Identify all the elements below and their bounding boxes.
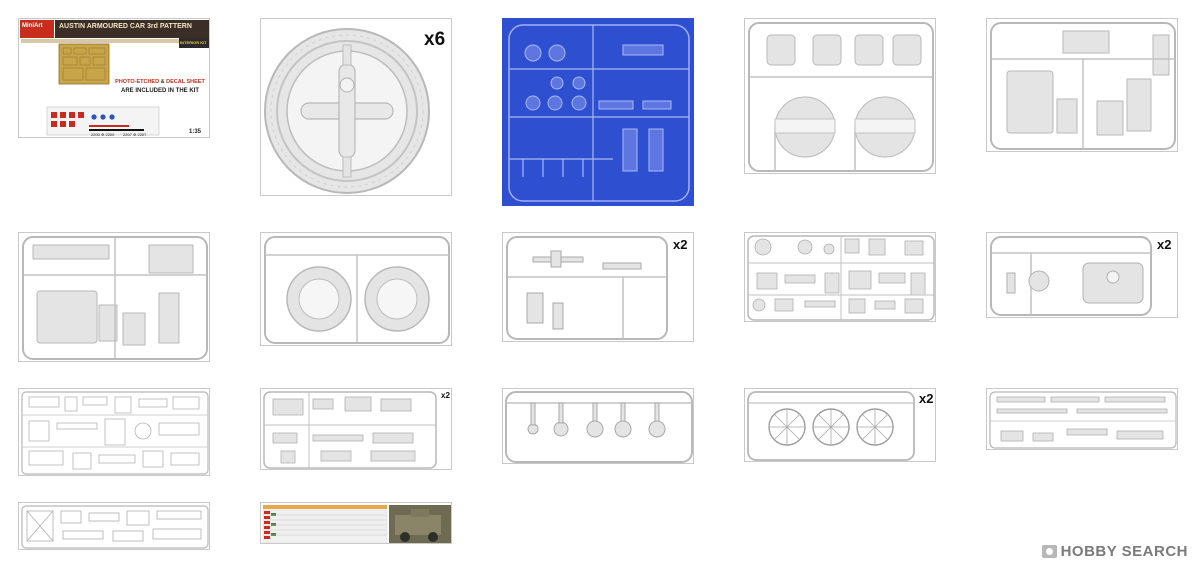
- instruction-sheet-image: [261, 503, 451, 543]
- hobby-search-watermark: HOBBY SEARCH: [1041, 543, 1188, 560]
- box-headline: PHOTO-ETCHED & DECAL SHEET: [115, 79, 205, 85]
- sprue-frame-thumbnail[interactable]: [18, 502, 210, 550]
- box-headline-1: PHOTO-ETCHED: [115, 79, 160, 85]
- clear-sprue-image: [508, 24, 690, 202]
- turret-sprue-quantity-label: x2: [1157, 237, 1172, 252]
- instruction-sheet-thumbnail[interactable]: [260, 502, 452, 544]
- sprue-walls-thumbnail[interactable]: [18, 232, 210, 362]
- box-art-image: [19, 19, 209, 137]
- sprue-rails-thumbnail[interactable]: [986, 388, 1178, 450]
- rails-sprue-image: [989, 391, 1177, 449]
- fender-sprue-image: [748, 22, 934, 172]
- sprue-spoked-wheels-thumbnail[interactable]: x2: [744, 388, 936, 462]
- decal-code-2: 2207 ⊕ 2207: [123, 132, 147, 137]
- turret-sprue-image: [990, 236, 1152, 316]
- tire-hub-sprue-image: [264, 28, 430, 194]
- detail-parts-sprue-image: [747, 235, 935, 321]
- sprue-small-parts-thumbnail[interactable]: x2: [260, 388, 452, 470]
- sprue-interior-thumbnail[interactable]: [18, 388, 210, 476]
- clear-sprue-thumbnail[interactable]: [502, 18, 694, 206]
- hull-sprue-image: [990, 22, 1176, 150]
- interior-sprue-image: [21, 391, 209, 475]
- sprue-gun-thumbnail[interactable]: x2: [502, 232, 694, 342]
- small-parts-sprue-image: [263, 391, 437, 469]
- sprue-hull-thumbnail[interactable]: [986, 18, 1178, 152]
- wheel-quantity-label: x6: [424, 29, 446, 50]
- sprue-fenders-thumbnail[interactable]: [744, 18, 936, 174]
- hobby-search-logo-icon: [1041, 545, 1057, 558]
- lamps-sprue-image: [505, 391, 693, 463]
- sprue-turret-thumbnail[interactable]: x2: [986, 232, 1178, 318]
- sprue-tires-thumbnail[interactable]: [260, 232, 452, 346]
- box-badge-label: INTERIOR KIT: [180, 40, 207, 45]
- frame-sprue-image: [21, 505, 209, 549]
- decal-code-1: 2200 ⊕ 2200: [91, 132, 115, 137]
- box-scale-label: 1:35: [189, 129, 202, 135]
- box-headline-amp: &: [160, 79, 165, 85]
- box-art-thumbnail[interactable]: MiniArt AUSTIN ARMOURED CAR 3rd PATTERN …: [18, 18, 210, 138]
- sprue-detail-parts-thumbnail[interactable]: [744, 232, 936, 322]
- walls-sprue-image: [22, 236, 208, 360]
- hobby-search-watermark-text: HOBBY SEARCH: [1060, 543, 1188, 560]
- spoked-wheels-sprue-image: [747, 391, 915, 461]
- box-title-label: AUSTIN ARMOURED CAR 3rd PATTERN: [59, 23, 192, 30]
- box-headline-2: DECAL SHEET: [166, 79, 205, 85]
- wheel-thumbnail[interactable]: x6: [260, 18, 452, 196]
- box-headline-3: ARE INCLUDED IN THE KIT: [121, 88, 199, 94]
- tires-sprue-image: [264, 236, 450, 344]
- gun-sprue-image: [506, 236, 668, 340]
- box-brand-label: MiniArt: [22, 23, 43, 29]
- spoked-wheels-quantity-label: x2: [919, 391, 934, 406]
- gun-sprue-quantity-label: x2: [673, 237, 688, 252]
- sprue-lamps-thumbnail[interactable]: [502, 388, 694, 464]
- small-parts-quantity-label: x2: [441, 391, 450, 400]
